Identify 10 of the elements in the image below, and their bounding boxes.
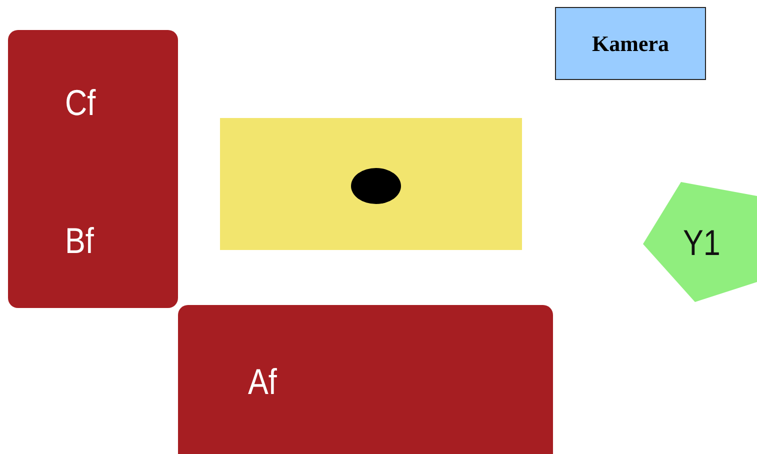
block-label: Af xyxy=(248,361,277,403)
block xyxy=(8,30,178,308)
block-label: Cf xyxy=(65,82,96,124)
block xyxy=(178,305,553,454)
label-box xyxy=(555,7,706,80)
panel xyxy=(220,118,522,250)
box-label: Kamera xyxy=(592,30,669,56)
dot xyxy=(351,168,401,204)
block-label: Bf xyxy=(65,220,94,262)
shape-label: Y1 xyxy=(683,222,720,264)
